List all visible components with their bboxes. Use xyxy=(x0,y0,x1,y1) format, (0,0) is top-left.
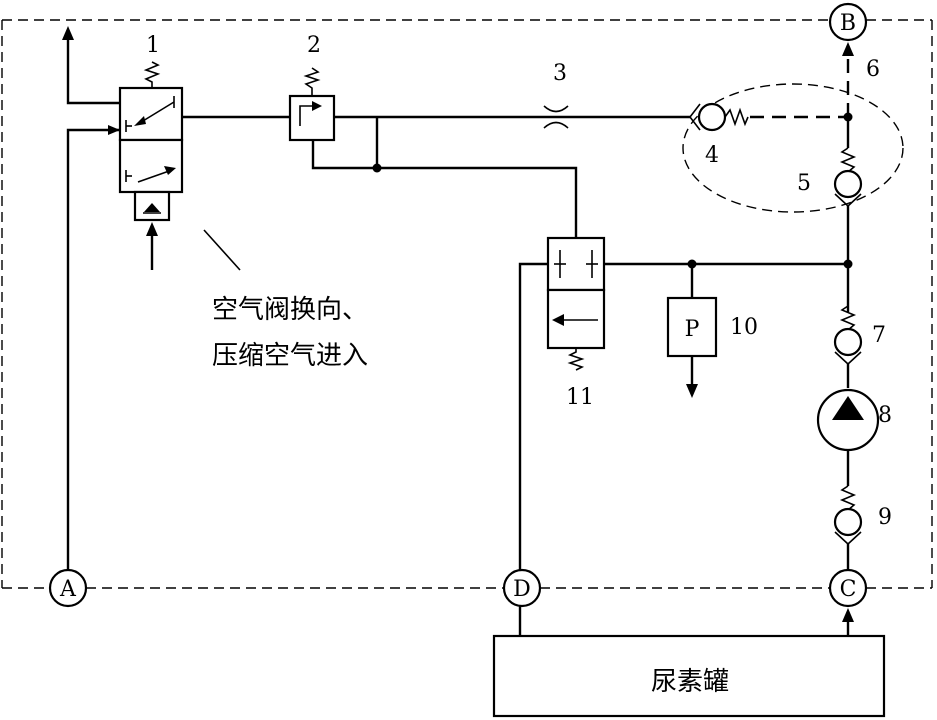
port-A-label: A xyxy=(59,577,77,602)
label-8: 8 xyxy=(878,403,892,428)
port-B-label: B xyxy=(840,11,856,36)
check-valve-4 xyxy=(689,102,749,132)
air-directional-valve-1 xyxy=(118,61,184,270)
urea-tank-label: 尿素罐 xyxy=(651,667,729,697)
label-11: 11 xyxy=(566,385,594,410)
return-valve-11 xyxy=(546,236,606,371)
port-D xyxy=(502,568,542,608)
label-2: 2 xyxy=(307,33,321,58)
port-C xyxy=(828,568,868,608)
air-supply-line xyxy=(66,125,120,570)
label-6: 6 xyxy=(866,57,880,82)
label-9: 9 xyxy=(878,505,892,530)
label-3: 3 xyxy=(553,61,567,86)
urea-tank xyxy=(492,634,886,718)
label-4: 4 xyxy=(705,143,719,168)
annotation-leader xyxy=(203,229,241,271)
label-5: 5 xyxy=(797,171,811,196)
port-B xyxy=(828,2,868,42)
label-7: 7 xyxy=(872,323,886,348)
urea-pump-8 xyxy=(816,388,880,486)
pressure-sensor-10 xyxy=(666,296,718,398)
urea-outlet-line xyxy=(842,42,854,122)
air-exhaust-line xyxy=(62,26,120,105)
port-C-label: C xyxy=(840,577,857,602)
port-D-label: D xyxy=(513,577,531,602)
check-valve-9 xyxy=(833,485,863,570)
pilot-line xyxy=(311,117,578,238)
check-valve-group-outline xyxy=(682,83,904,213)
module-boundary xyxy=(1,19,933,589)
label-10: 10 xyxy=(730,315,758,340)
check-valve-7 xyxy=(833,305,863,388)
pressure-switch-letter: P xyxy=(685,317,700,342)
port-A xyxy=(48,568,88,608)
pressure-valve-2 xyxy=(288,67,336,142)
return-branch-line xyxy=(604,259,848,298)
annotation-line-1: 空气阀换向、 xyxy=(212,295,368,325)
annotation-line-2: 压缩空气进入 xyxy=(212,341,368,371)
check-valve-5 xyxy=(833,117,863,208)
label-1: 1 xyxy=(146,33,160,58)
throttle-orifice-3 xyxy=(543,105,569,129)
